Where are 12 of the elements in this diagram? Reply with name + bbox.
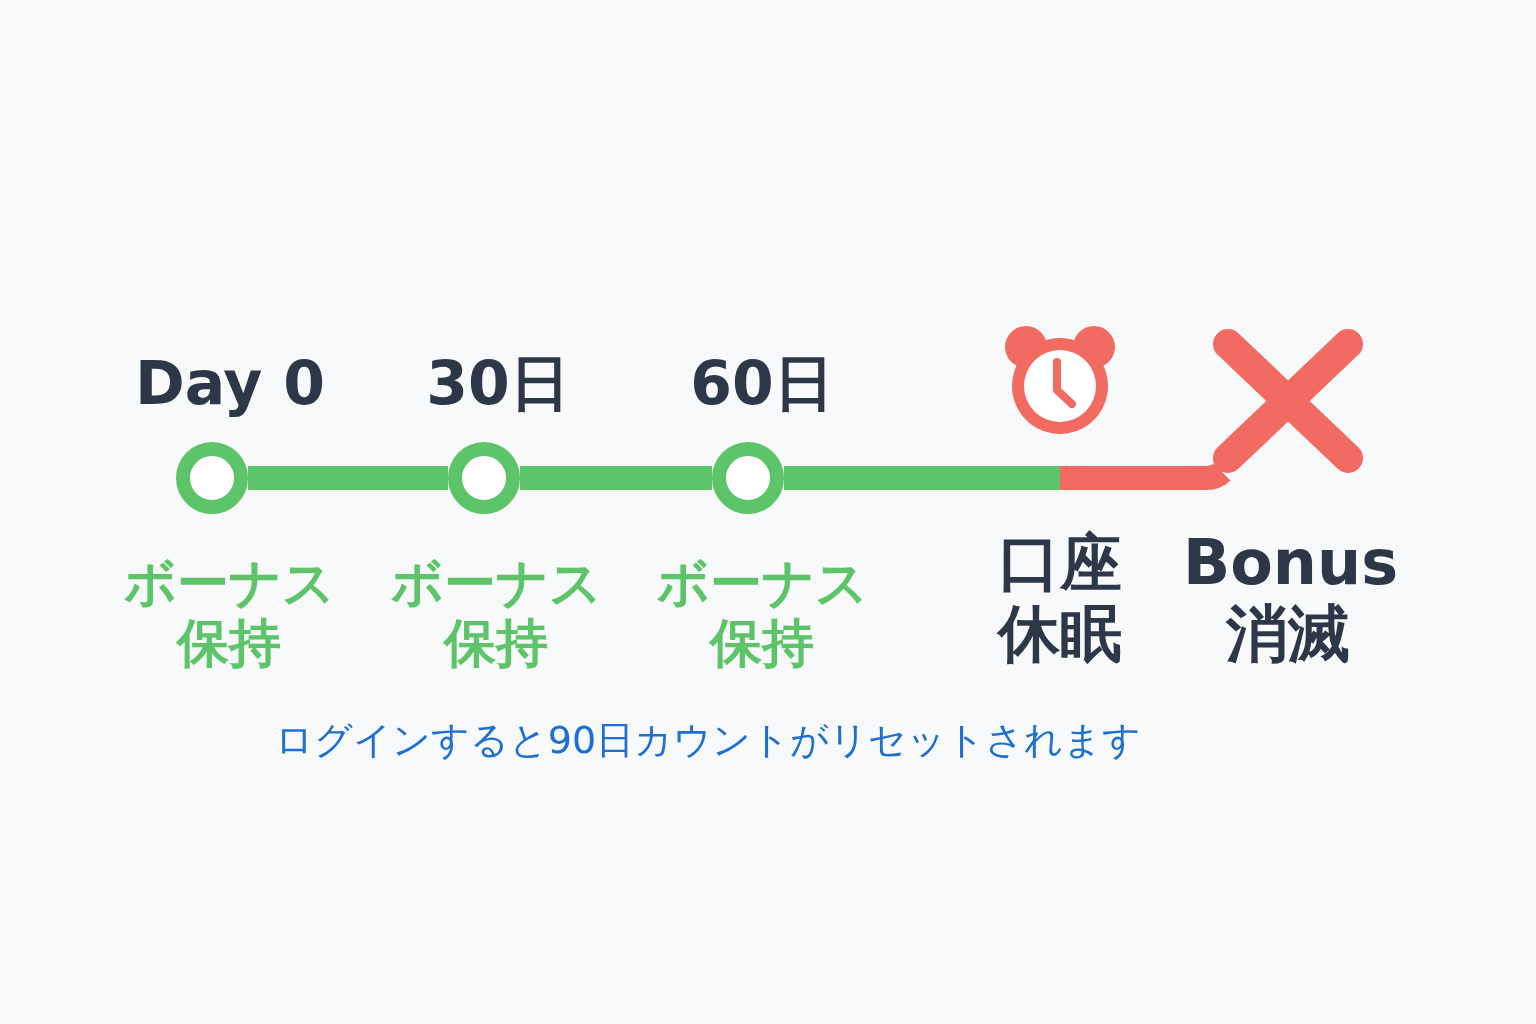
timeline-segment <box>784 466 1060 490</box>
status-label: ボーナス保持 <box>122 554 336 674</box>
day-label: 30日 <box>425 349 571 418</box>
day-label: Day 0 <box>133 349 327 418</box>
timeline-segment <box>520 466 712 490</box>
timeline-segment <box>248 466 448 490</box>
status-label: ボーナス保持 <box>655 554 869 674</box>
status-label: 口座休眠 <box>995 527 1123 670</box>
note-text: ログインすると90日カウントがリセットされます <box>273 717 1143 764</box>
timeline-segment <box>1060 462 1230 490</box>
status-label: ボーナス保持 <box>389 554 603 674</box>
day-label: 60日 <box>689 349 835 418</box>
